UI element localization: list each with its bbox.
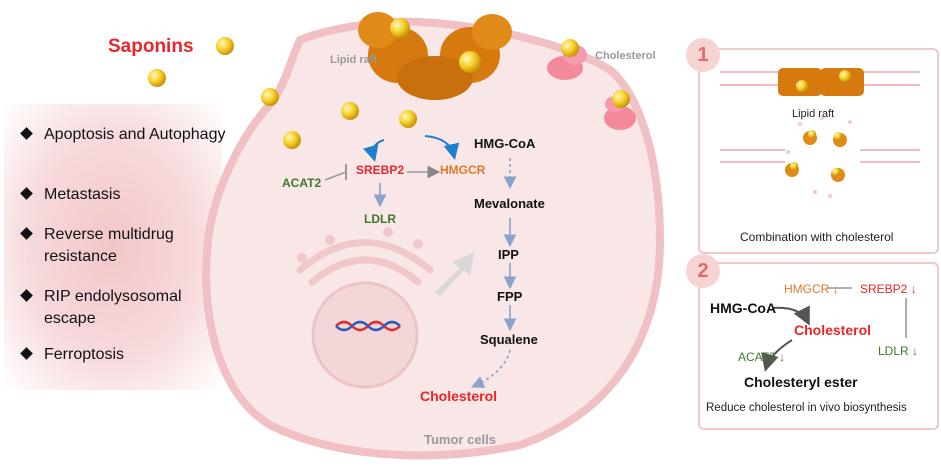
pathway-mevalonate: Mevalonate <box>474 196 545 211</box>
panel2-caption: Reduce cholesterol in vivo biosynthesis <box>706 402 907 414</box>
panel1-number-badge: 1 <box>686 38 720 72</box>
effects-list: Apoptosis and Autophagy Metastasis Rever… <box>4 104 225 390</box>
panel1-lipid-raft-label: Lipid raft <box>792 108 835 120</box>
panel1-caption: Combination with cholesterol <box>740 230 894 244</box>
lipid-raft-label: Lipid raft <box>330 54 378 66</box>
panel2-graphic <box>761 287 907 372</box>
nucleus <box>311 281 419 389</box>
saponins-label: Saponins <box>108 36 194 57</box>
panel2-acat2: ACAT2 ↓ <box>738 350 786 364</box>
pathway-cholesterol: Cholesterol <box>420 388 498 404</box>
dna-icon <box>335 320 401 332</box>
pathway-fpp: FPP <box>497 289 523 304</box>
pathway-squalene: Squalene <box>480 332 538 347</box>
panel2-cholesterol: Cholesterol <box>794 322 872 338</box>
panel2-ester: Cholesteryl ester <box>744 374 858 390</box>
panel2-hmgcoa: HMG-CoA <box>710 300 777 316</box>
gray-block-arrow <box>435 252 474 296</box>
pathway-ipp: IPP <box>498 247 519 262</box>
acat2-label: ACAT2 <box>282 176 322 190</box>
golgi <box>296 239 434 286</box>
tumor-cells-label: Tumor cells <box>424 432 497 447</box>
srebp2-label: SREBP2 <box>356 163 405 177</box>
cholesterol-protein-label: Cholesterol <box>595 50 656 62</box>
panel2-hmgcr: HMGCR ↓ <box>784 282 839 296</box>
panel1-graphic <box>720 68 920 198</box>
panel-biosynthesis: HMGCR ↓ SREBP2 ↓ HMG-CoA Cholesterol ACA… <box>698 262 939 430</box>
pathway-hmgcoa: HMG-CoA <box>474 136 536 151</box>
panel-lipid-raft: Lipid raft Combination with cholesterol <box>698 48 939 254</box>
ldlr-label: LDLR <box>364 212 396 226</box>
saponin-molecules <box>148 37 630 149</box>
lipid-raft-protein <box>358 12 512 100</box>
panel2-ldlr: LDLR ↓ <box>878 344 919 358</box>
panel2-number-badge: 2 <box>686 254 720 288</box>
hmgcr-label: HMGCR <box>440 163 486 177</box>
panel2-srebp2: SREBP2 ↓ <box>860 282 917 296</box>
